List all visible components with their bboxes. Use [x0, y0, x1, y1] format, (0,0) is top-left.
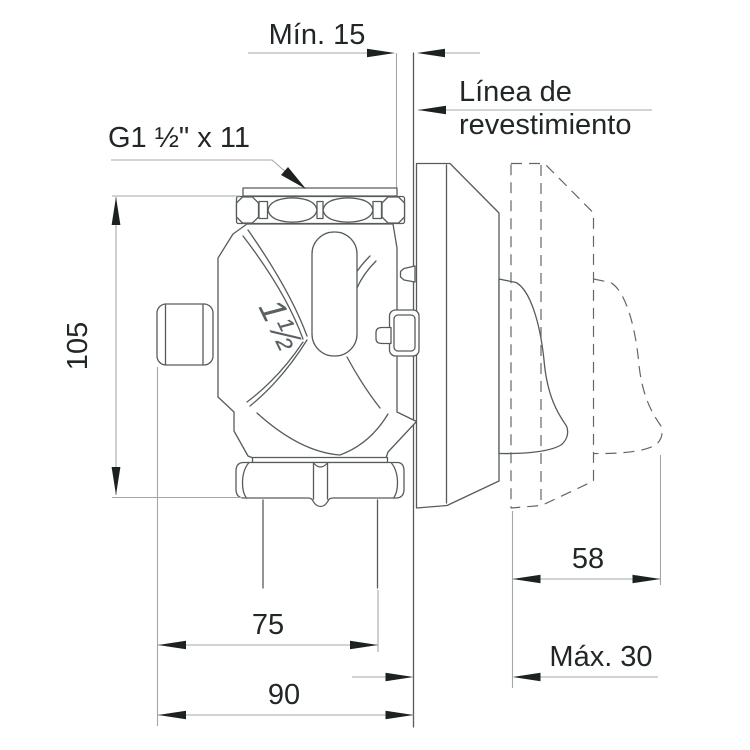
trim-dashed-max-position — [510, 162, 663, 509]
arrowhead — [111, 197, 121, 225]
arrowhead — [385, 710, 414, 720]
wall-side-tab — [399, 265, 416, 283]
label-covering-line: Línea de revestimiento — [418, 76, 652, 141]
dimension-75: 75 — [156, 367, 379, 726]
covering-line-label-1: Línea de — [459, 76, 572, 108]
dimension-text: 105 — [62, 322, 94, 370]
arrowhead — [281, 167, 306, 189]
body-cone-edge — [356, 260, 377, 289]
arrowhead — [111, 467, 121, 495]
nut-facet-divider — [372, 200, 383, 220]
arrowhead — [418, 105, 446, 115]
dimension-text: Máx. 30 — [549, 641, 652, 673]
body-cone-edge — [242, 235, 304, 340]
dimension-text: 58 — [572, 543, 604, 575]
body-cone-edge — [246, 341, 304, 403]
wall-side-fitting-inner — [393, 314, 416, 352]
arrowhead — [512, 574, 541, 584]
wall-lines — [395, 52, 415, 728]
arrowhead — [385, 672, 414, 682]
side-port — [156, 303, 214, 366]
arrowhead — [158, 640, 186, 650]
nut-corner-left — [235, 196, 260, 224]
escutcheon-plate-solid — [415, 162, 500, 509]
body-capsule-boss — [311, 231, 358, 357]
dimension-min-15: Mín. 15 — [248, 19, 480, 58]
bottom-outlet — [235, 456, 405, 589]
bottom-nut — [235, 461, 405, 508]
fitting-tab — [375, 326, 392, 345]
bottom-nut-facet-arc — [312, 462, 329, 468]
bottom-nut-corner-line — [390, 461, 399, 499]
label-thread-spec: G1 ½" x 11 — [108, 122, 306, 189]
nut-corner-right — [381, 196, 406, 224]
arrowhead — [512, 672, 541, 682]
escutcheon-plate-dashed — [510, 162, 595, 509]
bottom-nut-corner-line — [241, 461, 250, 499]
dimension-text: 75 — [252, 609, 284, 641]
nut-facet-divider — [258, 200, 269, 220]
arrowhead — [367, 48, 395, 58]
handle-knob-dashed — [593, 278, 663, 455]
dimension-max-30: Máx. 30 — [352, 641, 658, 682]
handle-knob-solid — [498, 278, 569, 455]
nut-facet-divider — [316, 200, 324, 220]
body-cone-edge — [346, 356, 381, 409]
nut-band — [235, 195, 406, 225]
top-coupling-nut — [235, 187, 406, 225]
body-lower-bowl-edge — [256, 412, 389, 456]
bottom-plate — [251, 456, 389, 464]
body-cone-edge — [247, 229, 308, 337]
valve-body: 1½ — [156, 223, 420, 459]
covering-line-label-2: revestimiento — [459, 109, 631, 141]
dimension-90: 90 — [158, 679, 414, 720]
dimension-105: 105 — [62, 195, 242, 499]
dimension-text: 90 — [268, 679, 300, 711]
thread-spec-text: G1 ½" x 11 — [108, 122, 250, 154]
body-cone-edge — [249, 339, 308, 407]
arrowhead — [632, 574, 661, 584]
top-plate — [242, 187, 398, 197]
dimension-58: 58 — [511, 455, 662, 688]
arrowhead — [417, 48, 445, 58]
arrowhead — [158, 710, 186, 720]
arrowhead — [350, 640, 378, 650]
dimension-text: Mín. 15 — [269, 19, 366, 51]
trim-solid — [415, 162, 569, 509]
